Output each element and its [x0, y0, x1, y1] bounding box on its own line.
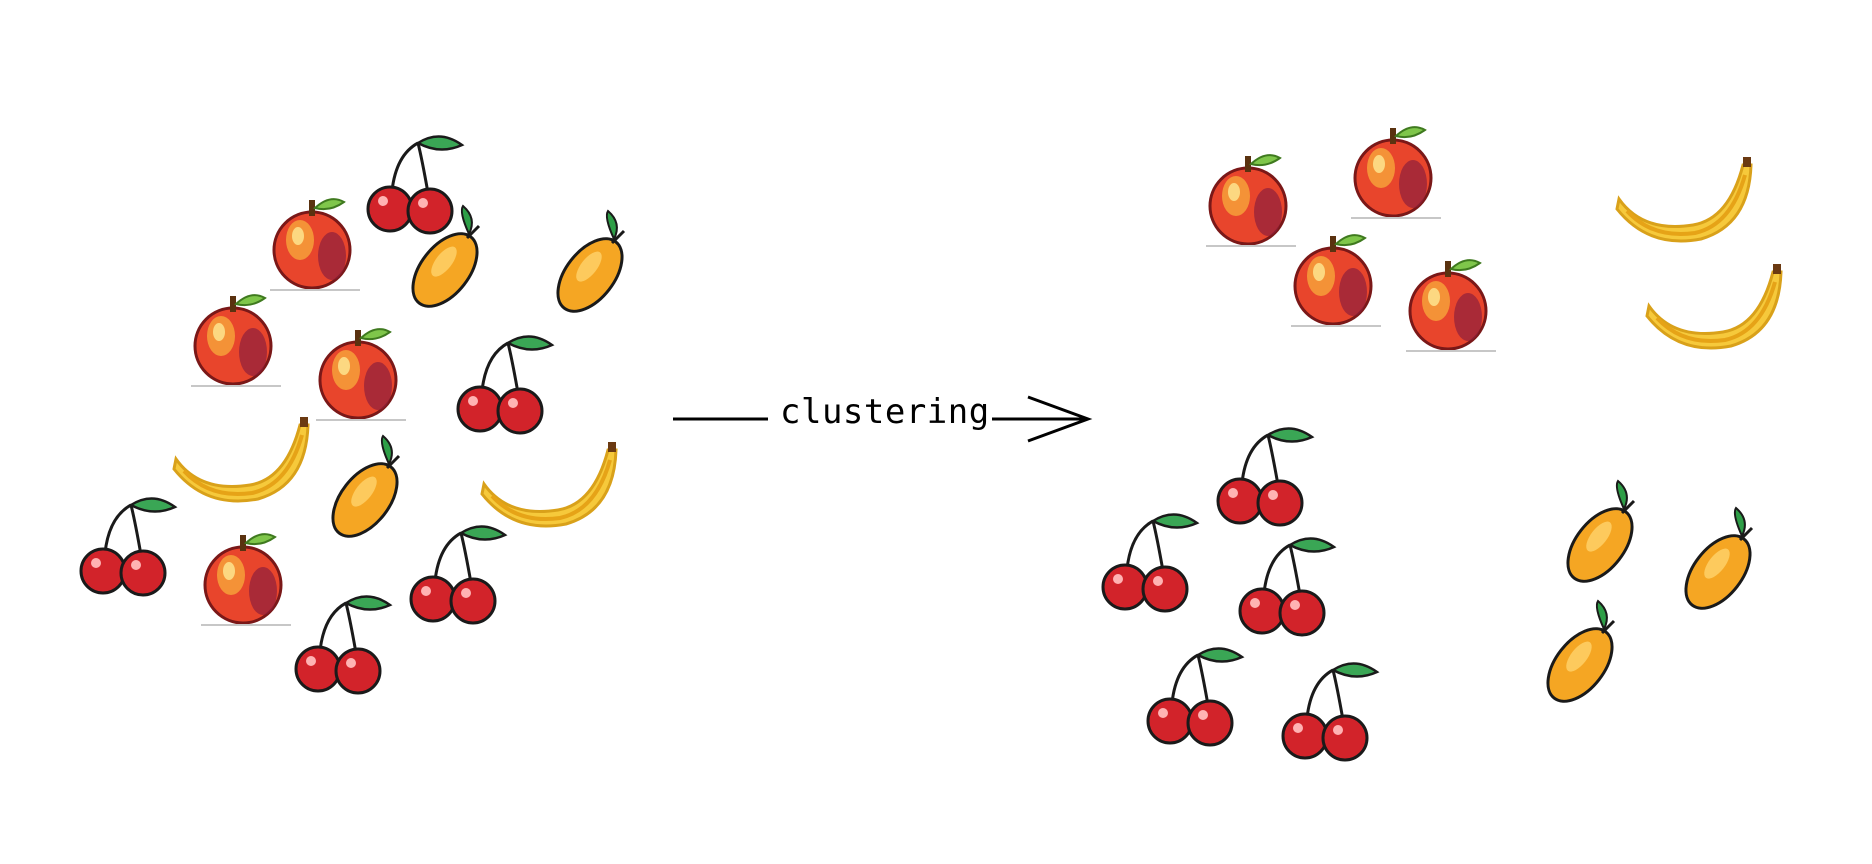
input-mango-2 [543, 209, 637, 325]
clustering-label: clustering [780, 392, 990, 432]
input-apple-3 [314, 327, 408, 422]
input-apple-2 [189, 293, 283, 388]
cluster-mangos [1533, 479, 1765, 715]
cluster-apples [1204, 125, 1498, 353]
cluster-apple-2 [1349, 125, 1443, 220]
cluster-apple-4 [1404, 258, 1498, 353]
input-banana-1 [172, 415, 310, 503]
input-apple-1 [268, 197, 362, 292]
cluster-cherry-4 [1146, 646, 1244, 747]
cluster-mango-2 [1671, 506, 1765, 622]
input-fruit-set [79, 134, 637, 695]
cluster-cherry-5 [1281, 661, 1379, 762]
input-banana-2 [480, 440, 618, 528]
cluster-banana-2 [1645, 262, 1783, 350]
input-apple-4 [199, 532, 293, 627]
input-cherry-1 [366, 134, 464, 235]
cluster-mango-1 [1553, 479, 1647, 595]
cluster-cherry-3 [1238, 536, 1336, 637]
cluster-cherry-1 [1216, 426, 1314, 527]
cluster-apple-1 [1204, 153, 1298, 248]
cluster-cherry-2 [1101, 512, 1199, 613]
input-cherry-3 [79, 496, 177, 597]
cluster-apple-3 [1289, 233, 1383, 328]
input-mango-3 [318, 434, 412, 550]
cluster-mango-3 [1533, 599, 1627, 715]
input-cherry-5 [294, 594, 392, 695]
input-cherry-4 [409, 524, 507, 625]
cluster-cherries [1101, 426, 1379, 762]
arrow-head-icon [1027, 395, 1093, 443]
input-cherry-2 [456, 334, 554, 435]
clustering-arrow [673, 395, 1093, 443]
cluster-bananas [1615, 155, 1783, 350]
cluster-banana-1 [1615, 155, 1753, 243]
